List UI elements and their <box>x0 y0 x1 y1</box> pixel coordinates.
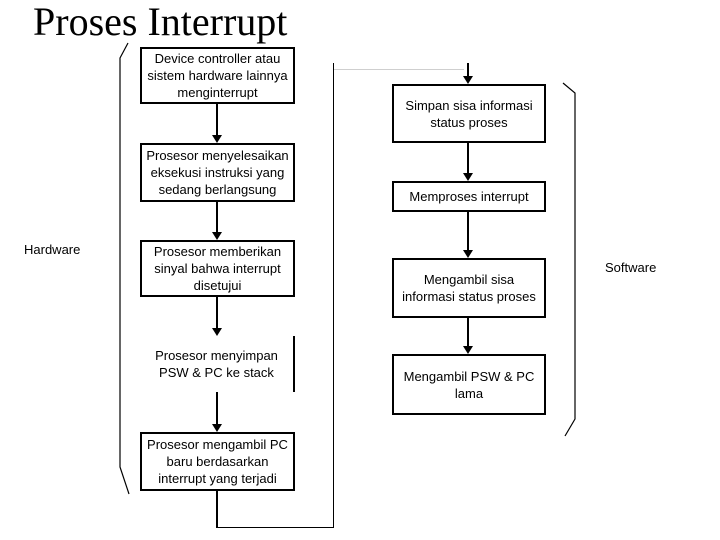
software-bracket <box>562 82 576 437</box>
flow-box-device-controller: Device controller atau sistem hardware l… <box>140 47 295 104</box>
flow-box-selesaikan-eksekusi: Prosesor menyelesaikan eksekusi instruks… <box>140 143 295 202</box>
connector-segment-up <box>332 63 334 528</box>
flow-box-simpan-psw: Prosesor menyimpan PSW & PC ke stack <box>140 336 295 392</box>
arrow-down-icon <box>212 135 222 143</box>
page-title: Proses Interrupt <box>33 0 288 44</box>
hardware-label: Hardware <box>24 242 81 257</box>
connector-segment-vertical <box>216 491 218 528</box>
connector-segment-horizontal <box>216 526 334 528</box>
software-label: Software <box>605 260 657 275</box>
flow-box-ambil-status: Mengambil sisa informasi status proses <box>392 258 546 318</box>
flow-box-ambil-psw-lama: Mengambil PSW & PC lama <box>392 354 546 415</box>
arrow-stem <box>216 392 218 424</box>
flow-box-memproses-interrupt: Memproses interrupt <box>392 181 546 212</box>
flow-box-simpan-status: Simpan sisa informasi status proses <box>392 84 546 143</box>
arrow-stem <box>216 297 218 328</box>
arrow-down-icon <box>463 346 473 354</box>
arrow-down-icon <box>212 424 222 432</box>
arrow-down-icon <box>463 250 473 258</box>
arrow-down-icon <box>463 173 473 181</box>
arrow-stem <box>467 318 469 346</box>
connector-segment-faint <box>334 69 464 70</box>
arrow-down-icon <box>463 76 473 84</box>
arrow-down-icon <box>212 328 222 336</box>
arrow-down-icon <box>212 232 222 240</box>
arrow-stem <box>216 202 218 232</box>
arrow-stem <box>467 143 469 173</box>
hardware-bracket <box>119 42 130 495</box>
arrow-stem <box>467 63 469 76</box>
arrow-stem <box>216 104 218 135</box>
flow-box-sinyal-disetujui: Prosesor memberikan sinyal bahwa interru… <box>140 240 295 297</box>
flow-box-ambil-pc-baru: Prosesor mengambil PC baru berdasarkan i… <box>140 432 295 491</box>
arrow-stem <box>467 212 469 250</box>
